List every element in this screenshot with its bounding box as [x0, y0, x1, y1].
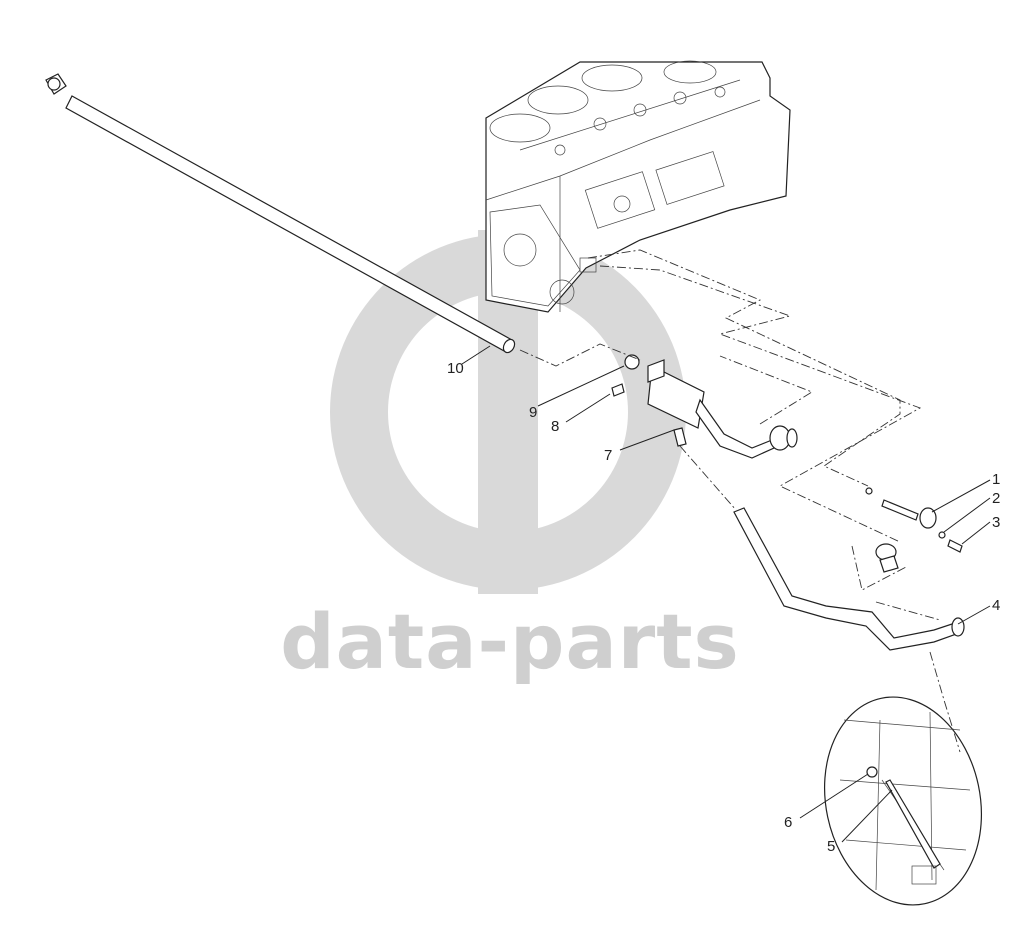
routing-lines — [519, 249, 961, 753]
callout-3: 3 — [992, 514, 1000, 531]
fastener-parts — [865, 487, 963, 553]
bracket-assembly — [611, 354, 798, 459]
watermark-text: data-parts — [280, 597, 740, 686]
crankcase-detail — [823, 696, 983, 906]
watermark-logo — [330, 230, 686, 594]
callout-labels: 10 9 8 7 1 2 3 4 6 5 — [447, 360, 1000, 855]
callout-8: 8 — [551, 418, 559, 435]
callout-4: 4 — [992, 597, 1000, 614]
leader-lines — [461, 345, 991, 843]
callout-10: 10 — [447, 360, 464, 377]
engine-block — [485, 60, 791, 313]
callout-7: 7 — [604, 447, 612, 464]
callout-9: 9 — [529, 404, 537, 421]
callout-2: 2 — [992, 490, 1000, 507]
long-tube-part-10 — [45, 73, 516, 354]
callout-5: 5 — [827, 838, 835, 855]
oil-pipe-part-4 — [733, 507, 965, 651]
callout-6: 6 — [784, 814, 792, 831]
callout-1: 1 — [992, 471, 1000, 488]
